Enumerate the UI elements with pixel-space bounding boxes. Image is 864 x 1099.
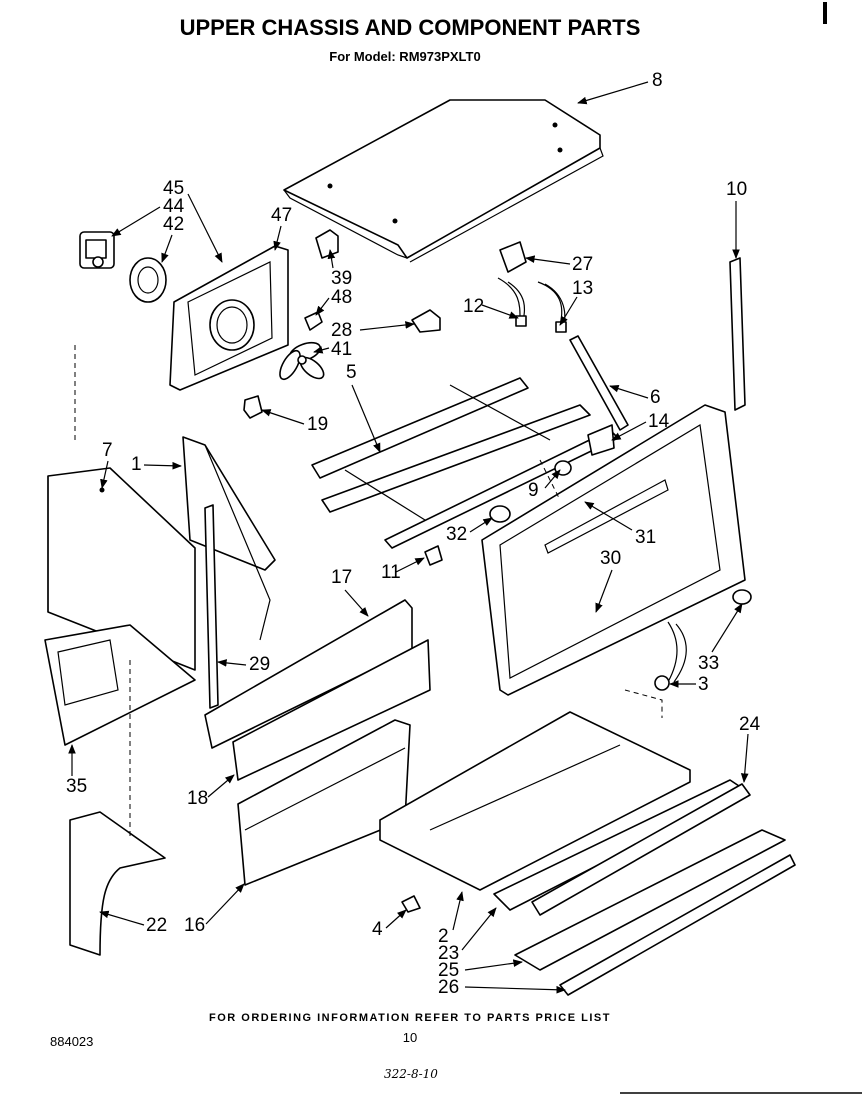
part-11-clip — [424, 545, 443, 566]
part-45-47-shroud — [169, 245, 289, 391]
callout-22: 22 — [146, 915, 167, 936]
part-18-trim — [232, 639, 431, 781]
callout-7: 7 — [102, 440, 113, 461]
part-3-wiring — [654, 621, 687, 691]
page-title: UPPER CHASSIS AND COMPONENT PARTS — [180, 15, 641, 40]
part-33-knob — [732, 589, 752, 605]
leader-lines — [68, 81, 749, 994]
part-22-bracket — [69, 811, 166, 956]
callout-41: 41 — [331, 339, 352, 360]
callout-42: 42 — [163, 214, 184, 235]
callout-19: 19 — [307, 414, 328, 435]
part-42-ring — [129, 257, 167, 303]
callout-16: 16 — [184, 915, 205, 936]
callout-39: 39 — [331, 268, 352, 289]
parts-12-13-wires — [497, 277, 567, 333]
callout-32: 32 — [446, 524, 467, 545]
scan-edge-mark — [823, 2, 827, 24]
part-30-door — [481, 404, 746, 696]
part-6-rod — [569, 335, 629, 431]
callout-31: 31 — [635, 527, 656, 548]
part-5-frame — [311, 377, 619, 549]
part-28-bracket — [411, 309, 441, 333]
callout-2: 2 — [438, 926, 449, 947]
callout-24: 24 — [739, 714, 761, 735]
callout-6: 6 — [650, 387, 661, 408]
part-7-side-panel — [47, 467, 196, 671]
document-number: 884023 — [50, 1034, 93, 1049]
alignment-lines — [74, 345, 663, 840]
part-35-side — [44, 624, 196, 746]
part-29-strip — [204, 504, 219, 709]
part-14-sensor — [587, 424, 615, 456]
handwritten-code: 322-8-10 — [384, 1067, 438, 1081]
part-44-motor — [79, 231, 115, 269]
callout-4: 4 — [372, 919, 383, 940]
callout-12: 12 — [463, 296, 484, 317]
callout-10: 10 — [726, 179, 747, 200]
part-41-fan-blade — [279, 341, 325, 381]
callout-8: 8 — [652, 70, 663, 91]
callout-26: 26 — [438, 977, 459, 998]
callout-11: 11 — [381, 562, 401, 583]
part-25-reflector — [514, 829, 786, 971]
part-27-bracket — [499, 241, 527, 273]
ordering-note: FOR ORDERING INFORMATION REFER TO PARTS … — [209, 1012, 611, 1024]
callout-14: 14 — [648, 411, 670, 432]
callout-18: 18 — [187, 788, 208, 809]
part-19-clip — [243, 395, 263, 419]
callout-28: 28 — [331, 320, 352, 341]
callout-45: 45 — [163, 178, 184, 199]
callout-13: 13 — [572, 278, 593, 299]
part-10-strip — [729, 257, 746, 411]
callout-3: 3 — [698, 674, 709, 695]
part-4-clip — [401, 895, 421, 913]
callout-48: 48 — [331, 287, 352, 308]
part-2-tray — [379, 711, 691, 891]
callout-33: 33 — [698, 653, 719, 674]
part-32-knob — [489, 505, 511, 523]
callout-30: 30 — [600, 548, 621, 569]
part-24-bulb — [531, 783, 751, 916]
callout-29: 29 — [249, 654, 270, 675]
part-16-panel — [237, 719, 411, 886]
part-39-bracket — [315, 229, 339, 259]
callout-9: 9 — [528, 480, 539, 501]
callout-25: 25 — [438, 960, 459, 981]
callout-5: 5 — [346, 362, 357, 383]
callout-47: 47 — [271, 205, 292, 226]
callout-17: 17 — [331, 567, 352, 588]
callout-44: 44 — [163, 196, 185, 217]
callout-35: 35 — [66, 776, 87, 797]
part-8-top-panel — [283, 99, 604, 263]
callout-labels: 8 45 44 42 47 39 48 28 41 19 27 12 13 10… — [66, 70, 761, 998]
callout-23: 23 — [438, 943, 459, 964]
callout-1: 1 — [131, 454, 142, 475]
model-subtitle: For Model: RM973PXLT0 — [329, 49, 480, 64]
part-48-clip — [304, 311, 323, 331]
part-17-trim — [204, 599, 413, 749]
callout-27: 27 — [572, 254, 593, 275]
part-1-bracket — [182, 436, 276, 641]
page-number: 10 — [403, 1030, 417, 1045]
